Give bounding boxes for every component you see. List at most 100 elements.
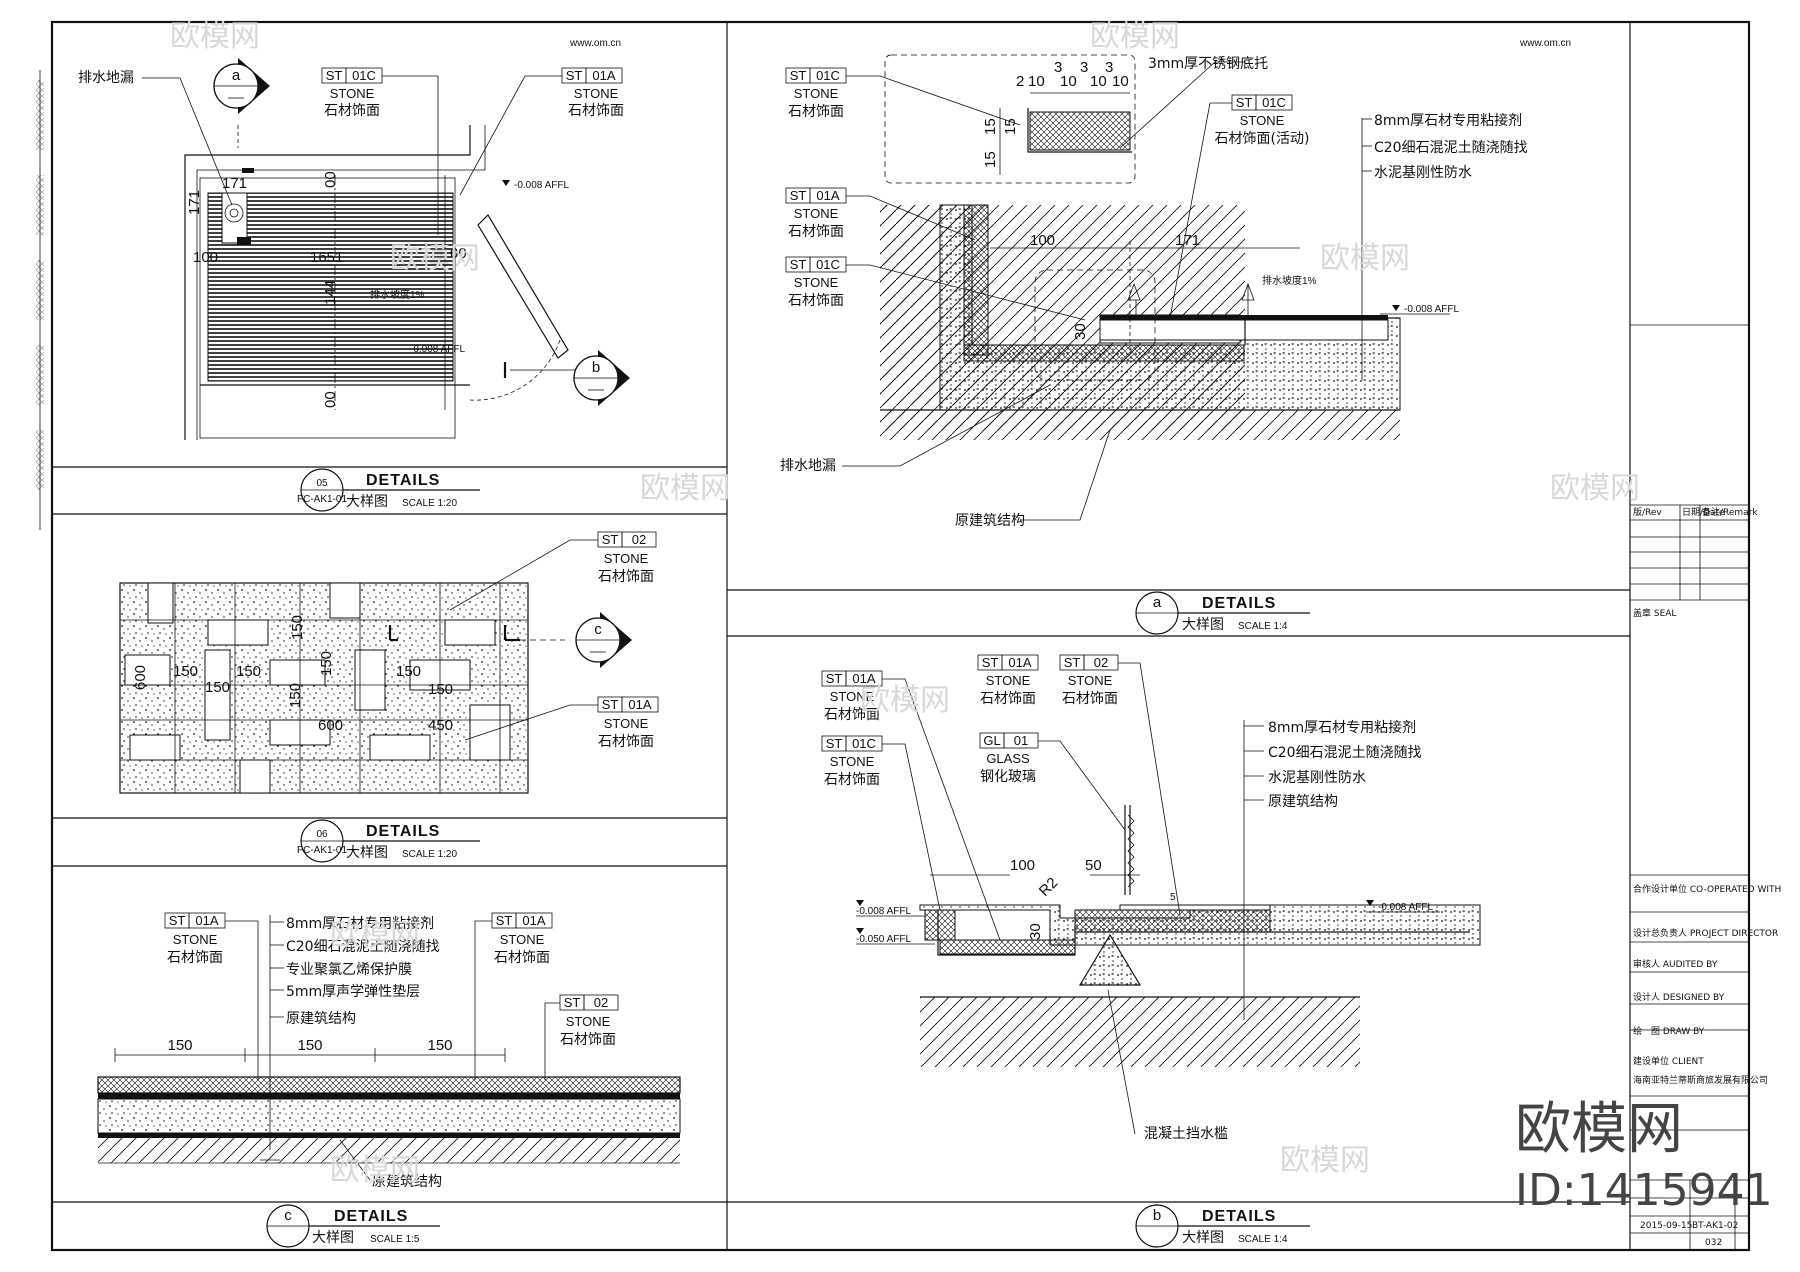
detail-title-05: 05 FC-AK1-01 DETAILS 大样图 SCALE 1:20 [297,468,480,512]
tag-st-11: ST [1236,95,1253,110]
tag-stone-7: STONE [566,1014,611,1029]
watermark-brand-9: 欧模网 [1280,1143,1370,1178]
dim-171-top: 171 [222,175,247,192]
watermark-brand-8: 欧模网 [330,918,420,953]
watermark-brand-2: 欧模网 [1090,19,1180,54]
tag-st-1: ST [326,68,343,83]
detail-b-scale: SCALE 1:4 [1238,1234,1288,1245]
detail-title-a: a DETAILS 大样图 SCALE 1:4 [1135,591,1310,635]
detail-c-section: 150 150 150 8mm厚石材专用粘接剂 C20细石混泥土随浇随找 专业聚… [97,912,681,1190]
callout-c: c [594,621,602,638]
tb-rev: 版/Rev [1633,506,1662,518]
drain-label-a: 排水地漏 [780,458,836,474]
dim-a-10c: 10 [1090,73,1107,90]
tb-remark: 备注/Remark [1702,506,1758,518]
detail-06-paving: 600 150 150 150 150 150 150 150 150 600 … [119,531,659,794]
dim-b-50: 50 [1085,857,1102,874]
level-a: -0.008 AFFL [1404,304,1459,315]
dim-b-30: 30 [1027,923,1044,940]
dim-100-left: 100 [193,249,218,266]
tag-01c-10: 01C [816,257,840,272]
dim-00-a: 00 [322,171,339,188]
tb-drawn: 绘 图 DRAW BY [1633,1025,1705,1037]
tag-stone-cn-14: 石材饰面 [980,691,1036,707]
level-b-1: -0.008 AFFL [856,906,911,917]
callout-a-top: a [232,67,241,84]
tag-stone-cn-12: 石材饰面 [824,707,880,723]
detail-b-cn: 大样图 [1182,1230,1224,1246]
tag-st-13: ST [826,736,843,751]
tag-stone-11: STONE [1240,113,1285,128]
dim-144: 144 [322,280,339,305]
detail-a-cn: 大样图 [1182,617,1224,633]
watermark-brand-4: 欧模网 [1320,241,1410,276]
tag-stone-cn-1: 石材饰面 [324,103,380,119]
tag-st-4: ST [602,697,619,712]
drain-label-05: 排水地漏 [78,70,134,86]
dim-a-2: 2 [1016,73,1024,90]
dim-a-10d: 10 [1112,73,1129,90]
dim-450: 450 [428,717,453,734]
callout-b: b [592,359,600,376]
tb-client-name: 海南亚特兰蒂斯商旅发展有限公司 [1633,1074,1768,1086]
watermark-id: ID:1415941 [1515,1165,1773,1216]
dim-00-c: 00 [322,391,339,408]
tag-st-7: ST [564,995,581,1010]
watermark-brand-10: 欧模网 [330,1153,420,1188]
tag-01c-1: 01C [352,68,376,83]
dim-a-15b: 15 [982,151,999,168]
title-block: 版/Rev 日期/Date 备注/Remark 盖章 SEAL 合作设计单位 C… [1629,22,1781,1250]
tag-st-6: ST [496,913,513,928]
tag-st-9: ST [790,188,807,203]
note-b-curb: 混凝土挡水槛 [1144,1126,1228,1142]
note-b-structure: 原建筑结构 [1268,794,1338,810]
tag-st-8: ST [790,68,807,83]
tag-stone-10: STONE [794,275,839,290]
tag-stone-cn-6: 石材饰面 [494,950,550,966]
tag-01c-13: 01C [852,736,876,751]
slope-note-05: 排水坡度1% [370,288,425,301]
dim-150-b: 150 [236,663,261,680]
note-c-pvc: 专业聚氯乙烯保护膜 [286,962,412,978]
detail-c-title: DETAILS [334,1208,408,1225]
detail-c-cn: 大样图 [312,1230,354,1246]
tb-seal: 盖章 SEAL [1633,607,1676,619]
tag-stone-15: STONE [1068,673,1113,688]
detail-title-06: 06 FC-AK1-01 DETAILS 大样图 SCALE 1:20 [297,819,480,863]
tag-01a-9: 01A [816,188,839,203]
watermark-brand-6: 欧模网 [1550,471,1640,506]
note-b-c20: C20细石混泥土随浇随找 [1268,745,1422,761]
level-b-2: -0.050 AFFL [856,934,911,945]
detail-c-id: c [284,1207,292,1224]
detail-05-id: 05 [316,478,328,489]
tag-02-3: 02 [632,532,646,547]
dim-c-150-c: 150 [427,1037,452,1054]
tag-01a-6: 01A [522,913,545,928]
tag-01a-14: 01A [1008,655,1031,670]
tb-date-value: 2015-09-15 [1640,1221,1692,1231]
tag-gl: GL [983,733,1000,748]
dim-a-30: 30 [1072,323,1089,340]
watermark-url-2: www.om.cn [1519,38,1571,49]
tb-date: 日期/Date [1682,507,1725,518]
detail-title-b: b DETAILS 大样图 SCALE 1:4 [1135,1204,1310,1248]
detail-05-plan: 171 171 100 00 00 1651 144 00 排水坡度1% -0.… [78,58,630,440]
note-a-c20: C20细石混泥土随浇随找 [1374,140,1528,156]
tag-stone-13: STONE [830,754,875,769]
watermark-brand-big: 欧模网 [1515,1097,1683,1162]
dim-600-v: 600 [132,665,149,690]
tag-st-10: ST [790,257,807,272]
tag-stone-cn-3: 石材饰面 [598,569,654,585]
tag-stone-6: STONE [500,932,545,947]
detail-05-title: DETAILS [366,472,440,489]
watermark-brand-3: 欧模网 [390,241,480,276]
tag-stone-cn-7: 石材饰面 [560,1032,616,1048]
watermarks: 欧模网 www.om.cn 欧模网 www.om.cn 欧模网 欧模网 欧模网 … [170,19,1773,1216]
tb-co: 合作设计单位 CO-OPERATED WITH [1633,883,1781,895]
dim-1651: 1651 [310,249,343,266]
detail-a-scale: SCALE 1:4 [1238,621,1288,632]
tag-01a-12: 01A [852,671,875,686]
tag-stone-cn-13: 石材饰面 [824,772,880,788]
tag-stone-12: STONE [830,689,875,704]
